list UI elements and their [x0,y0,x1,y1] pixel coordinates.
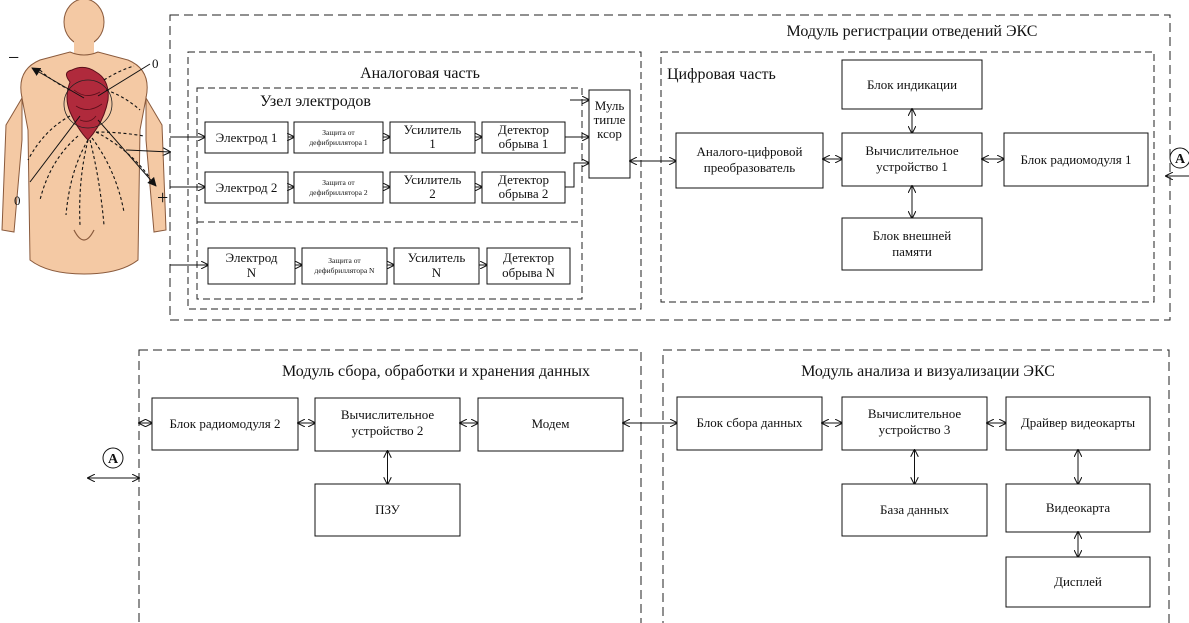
compute3-label-line2: устройство 3 [879,422,951,437]
amplifier-n-block [393,247,480,285]
display-block [1005,556,1151,608]
electrode-n-label-line1: Электрод [226,250,278,265]
detector-1-block [481,121,566,154]
compute2-label-line2: устройство 2 [352,423,424,438]
head-shape [63,0,105,46]
amplifier-2-label-line1: Усилитель [404,172,462,187]
electrode-1-label: Электрод 1 [216,130,278,145]
analog-part-frame [187,51,642,310]
human-torso-illustration: − + 0 0 [1,0,170,275]
detector-2-block [481,171,566,204]
electrode-node-title: Узел электродов [260,93,371,110]
detector-n-label-line1: Детектор [503,250,554,265]
electrode-1-block [204,121,289,154]
multiplexer-block [588,89,631,179]
database-label: База данных [880,502,949,517]
rom-label: ПЗУ [375,502,401,517]
registration-module-frame [169,14,1171,321]
video-driver-label: Драйвер видеокарты [1021,415,1136,430]
display-label: Дисплей [1054,574,1102,589]
detector-n-block [486,247,571,285]
detector-n-label-line2: обрыва N [502,265,555,280]
minus-label: − [8,47,19,69]
detector-2-label-line2: обрыва 2 [499,186,549,201]
plus-label: + [157,187,168,209]
connector-a-right-label: A [1175,152,1186,167]
connector-a-left-label: A [108,452,119,467]
radio1-block [1003,132,1149,187]
channel-n: Электрод N Защита от дефибриллятора N Ус… [170,247,571,285]
compute1-label-line1: Вычислительное [865,143,959,158]
indication-block [841,59,983,110]
multiplexer-label-line2: типле [594,112,626,127]
amplifier-1-label-line1: Усилитель [404,122,462,137]
protection-n-label-line2: дефибриллятора N [315,266,376,275]
data-collection-label: Блок сбора данных [697,415,803,430]
videocard-label: Видеокарта [1046,500,1111,515]
zero-bottom-label: 0 [14,193,21,208]
amplifier-n-label-line1: Усилитель [408,250,466,265]
channel-1: Электрод 1 Защита от дефибриллятора 1 Ус… [170,121,589,154]
indication-label: Блок индикации [867,77,957,92]
zero-top-label: 0 [152,56,159,71]
electrode-2-block [204,171,289,204]
amplifier-1-label-line2: 1 [429,136,436,151]
registration-module-title: Модуль регистрации отведений ЭКС [787,23,1038,40]
ext-memory-block [841,217,983,271]
analog-part-title: Аналоговая часть [360,65,480,82]
modem-label: Модем [532,416,570,431]
radio1-label: Блок радиомодуля 1 [1020,152,1131,167]
ext-memory-label-line2: памяти [892,244,932,259]
channel-2: Электрод 2 Защита от дефибриллятора 2 Ус… [170,163,589,204]
compute2-block [314,397,461,452]
amplifier-n-label-line2: N [432,265,442,280]
adc-block [675,132,824,189]
multiplexer-label-line1: Муль [595,98,625,113]
compute3-label-line1: Вычислительное [868,406,962,421]
amplifier-1-block [389,121,476,154]
protection-1-label-line1: Защита от [322,128,355,137]
left-arm-shape [145,96,167,233]
protection-1-block [293,121,384,154]
connector-a-right-icon [1169,147,1189,169]
neck-shape [74,40,94,56]
radio2-label: Блок радиомодуля 2 [169,416,280,431]
protection-n-label-line1: Защита от [328,256,361,265]
protection-2-label-line1: Защита от [322,178,355,187]
compute2-label-line1: Вычислительное [341,407,435,422]
amplifier-2-block [389,171,476,204]
detector-1-label-line1: Детектор [498,122,549,137]
collection-module-frame [138,349,642,623]
collection-module-title: Модуль сбора, обработки и хранения данны… [282,363,590,380]
compute3-block [841,396,988,451]
detector-2-label-line1: Детектор [498,172,549,187]
database-block [841,483,988,537]
digital-part-frame [660,51,1155,303]
ext-memory-label-line1: Блок внешней [873,228,951,243]
right-arm-shape [1,96,23,233]
detector-1-label-line2: обрыва 1 [499,136,549,151]
amplifier-2-label-line2: 2 [429,186,436,201]
modem-block [477,397,624,452]
analysis-module-frame [662,349,1170,623]
protection-2-block [293,171,384,204]
torso-shape [20,51,148,275]
multiplexer-label-line3: ксор [597,126,622,141]
electrode-node-frame [196,87,583,300]
adc-label-line1: Аналого-цифровой [697,144,803,159]
rom-block [314,483,461,537]
radio2-block [151,397,299,451]
adc-label-line2: преобразователь [704,160,796,175]
protection-2-label-line2: дефибриллятора 2 [309,188,368,197]
analysis-module-title: Модуль анализа и визуализации ЭКС [801,363,1055,380]
connector-a-left-icon [102,447,124,469]
heart-shape [66,66,109,141]
compute1-label-line2: устройство 1 [876,159,948,174]
electrode-2-label: Электрод 2 [216,180,278,195]
protection-1-label-line2: дефибриллятора 1 [309,138,368,147]
electrode-n-label-line2: N [247,265,257,280]
digital-part-title: Цифровая часть [667,66,776,83]
